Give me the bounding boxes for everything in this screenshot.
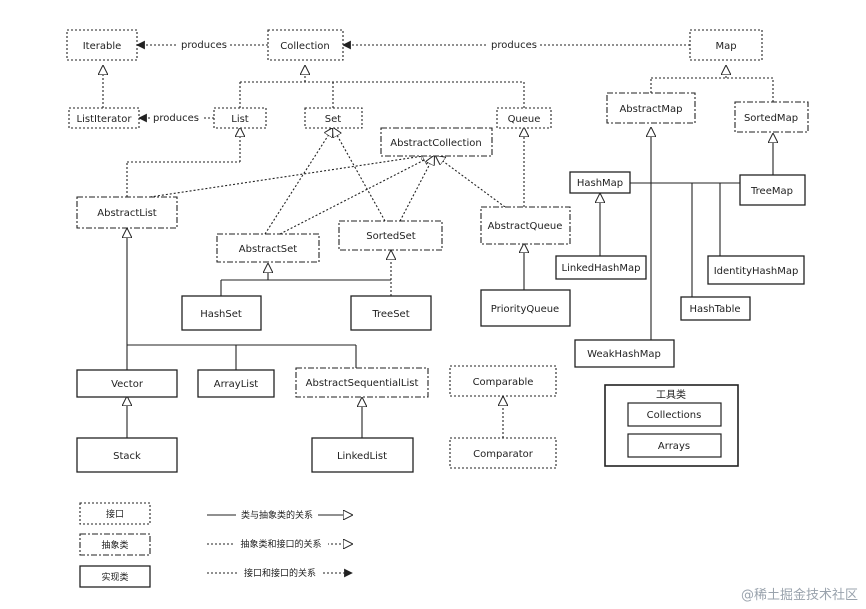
node-comparator (449, 437, 557, 469)
node-label-identityhashmap: IdentityHashMap (714, 266, 799, 277)
node-label-list: List (231, 114, 249, 125)
node-label-hashset: HashSet (200, 309, 242, 320)
node-label-iterable: Iterable (83, 41, 122, 52)
node-label-abstractcollection: AbstractCollection (390, 138, 481, 149)
node-hashmap (569, 171, 631, 194)
node-abstractqueue (480, 206, 571, 245)
node-priorityqueue (480, 289, 571, 327)
node-set (304, 107, 363, 129)
legend-concrete-label: 实现类 (101, 571, 128, 583)
node-vector (76, 369, 178, 398)
node-label-abstractmap: AbstractMap (619, 104, 682, 115)
node-label-treeset: TreeSet (371, 309, 409, 320)
node-label-comparable: Comparable (473, 377, 534, 388)
node-label-stack: Stack (113, 451, 141, 462)
node-collections (627, 402, 722, 427)
node-label-sortedset: SortedSet (366, 231, 415, 242)
node-queue (496, 107, 552, 129)
node-identityhashmap (707, 255, 805, 285)
node-label-queue: Queue (508, 114, 541, 125)
legend-abstract-label: 抽象类 (101, 539, 128, 551)
produces-label: produces (491, 40, 537, 51)
legend-interface-label: 接口 (106, 508, 124, 520)
node-map (689, 29, 763, 61)
node-abstractset (216, 233, 320, 263)
node-label-weakhashmap: WeakHashMap (587, 349, 661, 360)
node-label-map: Map (715, 41, 736, 52)
legend-class-abstract-label: 类与抽象类的关系 (241, 509, 313, 521)
node-stack (76, 437, 178, 473)
node-collection (267, 29, 344, 61)
tools-title: 工具类 (656, 388, 686, 401)
node-treemap (739, 174, 806, 206)
node-hashtable (680, 296, 751, 321)
node-label-treemap: TreeMap (750, 186, 793, 197)
node-label-arrays: Arrays (658, 441, 690, 452)
node-abstractsequentiallist (295, 367, 429, 398)
produces-label: produces (181, 40, 227, 51)
node-arraylist (197, 369, 275, 398)
legend-concrete-box (79, 565, 151, 588)
node-abstractlist (76, 196, 178, 229)
node-linkedhashmap (555, 255, 647, 280)
edge-interfaces-collection (239, 66, 525, 108)
node-comparable (449, 365, 557, 397)
node-sortedmap (734, 101, 809, 133)
node-label-hashtable: HashTable (689, 304, 740, 315)
watermark: @稀土掘金技术社区 (741, 587, 858, 603)
node-iterable (66, 29, 138, 61)
node-hashset (181, 295, 262, 331)
node-weakhashmap (574, 339, 675, 368)
node-label-priorityqueue: PriorityQueue (491, 304, 559, 315)
node-label-abstractset: AbstractSet (239, 244, 297, 255)
node-arrays (627, 433, 722, 458)
legend-abstract-interface-label: 抽象类和接口的关系 (240, 538, 321, 550)
edge-maps-map (650, 66, 774, 102)
node-label-listiterator: ListIterator (77, 114, 133, 125)
node-linkedlist (311, 437, 414, 473)
node-abstractmap (606, 92, 696, 124)
node-label-arraylist: ArrayList (214, 379, 258, 390)
node-label-linkedlist: LinkedList (337, 451, 387, 462)
tools-group: 工具类 Collections Arrays (604, 384, 739, 467)
node-sortedset (338, 220, 443, 251)
node-label-collection: Collection (280, 41, 329, 52)
node-listiterator (68, 107, 140, 129)
produces-label: produces (153, 113, 199, 124)
node-label-hashmap: HashMap (577, 178, 623, 189)
legend-interface-interface-label: 接口和接口的关系 (244, 567, 316, 579)
node-label-abstractqueue: AbstractQueue (488, 221, 563, 232)
node-treeset (350, 295, 432, 331)
node-label-abstractsequentiallist: AbstractSequentialList (306, 378, 419, 389)
node-label-abstractlist: AbstractList (97, 208, 157, 219)
node-label-vector: Vector (111, 379, 144, 390)
node-label-comparator: Comparator (473, 449, 534, 460)
legend: 接口 抽象类 实现类 类与抽象类的关系 抽象类和接口的关系 接口和接口的关系 (79, 502, 352, 588)
node-label-collections: Collections (647, 410, 702, 421)
node-abstractcollection (380, 127, 493, 157)
legend-abstract-box (79, 533, 151, 556)
node-label-sortedmap: SortedMap (744, 113, 798, 124)
node-label-linkedhashmap: LinkedHashMap (562, 263, 641, 274)
legend-interface-box (79, 502, 151, 525)
node-label-set: Set (325, 114, 342, 125)
edge-abstractlist-abstractcollection (149, 155, 430, 198)
node-list (213, 107, 267, 129)
